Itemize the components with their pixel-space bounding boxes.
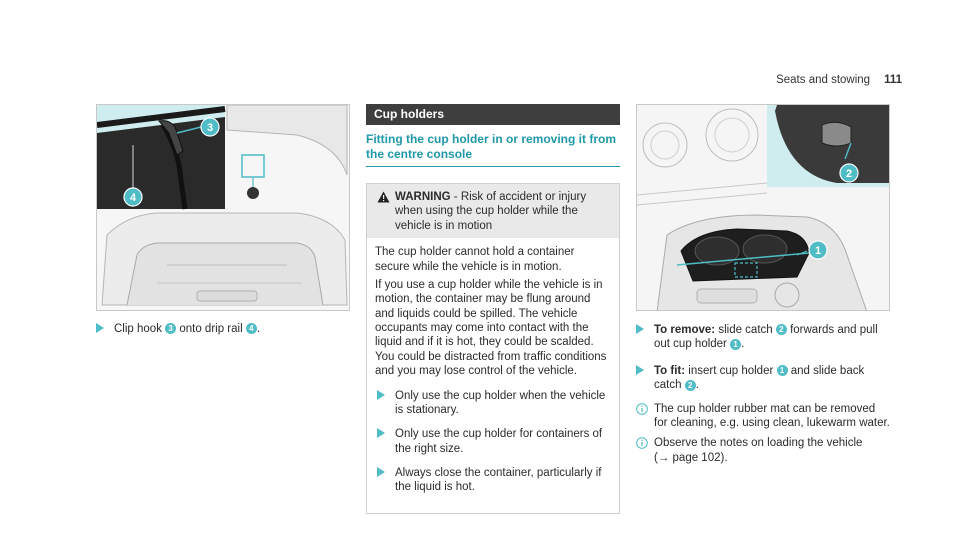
ref-badge-4: 4 [245,323,257,335]
warning-paragraph: If you use a cup holder while the vehicl… [375,278,607,378]
step-punct: . [741,338,745,351]
callout-1: 1 [808,240,828,260]
warning-step: Always close the container, particularly… [375,466,611,495]
warning-box: WARNING - Risk of accident or injury whe… [366,183,620,514]
action-arrow-icon [96,323,104,333]
warning-step: Only use the cup holder for containers o… [375,427,611,456]
ref-badge-1: 1 [776,365,788,377]
warning-paragraph: The cup holder cannot hold a container s… [375,246,575,273]
step-fit: To fit: insert cup holder 1 and slide ba… [636,364,890,393]
warning-step-text: Only use the cup holder for containers o… [395,428,603,455]
middle-column: Cup holders Fitting the cup holder in or… [366,104,620,514]
note-rubber-mat: The cup holder rubber mat can be removed… [636,402,890,431]
callout-4: 4 [123,187,143,207]
step-punct: . [256,323,261,335]
step-label: To fit: [654,364,686,377]
step-text: onto drip rail [179,323,243,335]
ref-badge-1: 1 [730,338,742,350]
step-text: Clip hook [114,323,162,335]
step-text: slide catch [715,324,773,336]
note-text: Observe the notes on loading the vehicle [654,437,863,450]
step-text: forwards and pull out cup holder [654,324,878,351]
action-arrow-icon [377,467,385,477]
ref-badge-2: 2 [775,324,787,336]
warning-header: WARNING - Risk of accident or injury whe… [367,184,619,239]
ref-badge-2: 2 [684,379,696,391]
step-remove: To remove: slide catch 2 forwards and pu… [636,323,890,352]
step-text: and slide back catch [654,364,865,392]
info-icon [636,402,648,415]
svg-text:2: 2 [846,168,852,180]
section-title: Cup holders [366,104,620,125]
warning-step-text: Only use the cup holder when the vehicle… [395,389,606,416]
action-arrow-icon [636,364,644,375]
page-header: Seats and stowing 111 [776,73,902,87]
warning-label: WARNING [395,191,451,203]
warning-body: The cup holder cannot hold a container s… [367,238,619,513]
page-number: 111 [884,74,902,86]
callout-3: 3 [200,117,220,137]
step-punct: . [695,379,699,392]
page-reference-link[interactable]: (→ page 102). [654,451,728,464]
svg-text:3: 3 [207,122,213,134]
callout-2: 2 [839,163,859,183]
action-arrow-icon [636,324,644,334]
ref-badge-3: 3 [165,323,177,335]
step-label: To remove: [654,324,716,336]
step-clip-hook: Clip hook 3 onto drip rail 4. [96,322,350,336]
svg-text:1: 1 [815,245,821,257]
step-text: insert cup holder [685,364,774,377]
action-arrow-icon [377,428,385,439]
note-text: The cup holder rubber mat can be removed… [654,402,890,429]
section-subtitle: Fitting the cup holder in or removing it… [366,132,620,167]
section-name: Seats and stowing [776,74,871,86]
warning-triangle-icon [377,191,390,203]
left-instructions: Clip hook 3 onto drip rail 4. [96,322,350,345]
right-instructions: To remove: slide catch 2 forwards and pu… [636,323,890,471]
warning-step: Only use the cup holder when the vehicle… [375,389,611,418]
action-arrow-icon [377,389,385,400]
info-icon [636,437,648,450]
note-loading: Observe the notes on loading the vehicle… [636,436,890,465]
cup-holder-illustration: 1 2 [636,104,890,311]
svg-text:4: 4 [130,192,137,204]
warning-step-text: Always close the container, particularly… [395,467,602,494]
trunk-illustration: 3 4 [96,104,350,311]
warning-headline: - Risk of accident or injury when using … [395,191,587,232]
